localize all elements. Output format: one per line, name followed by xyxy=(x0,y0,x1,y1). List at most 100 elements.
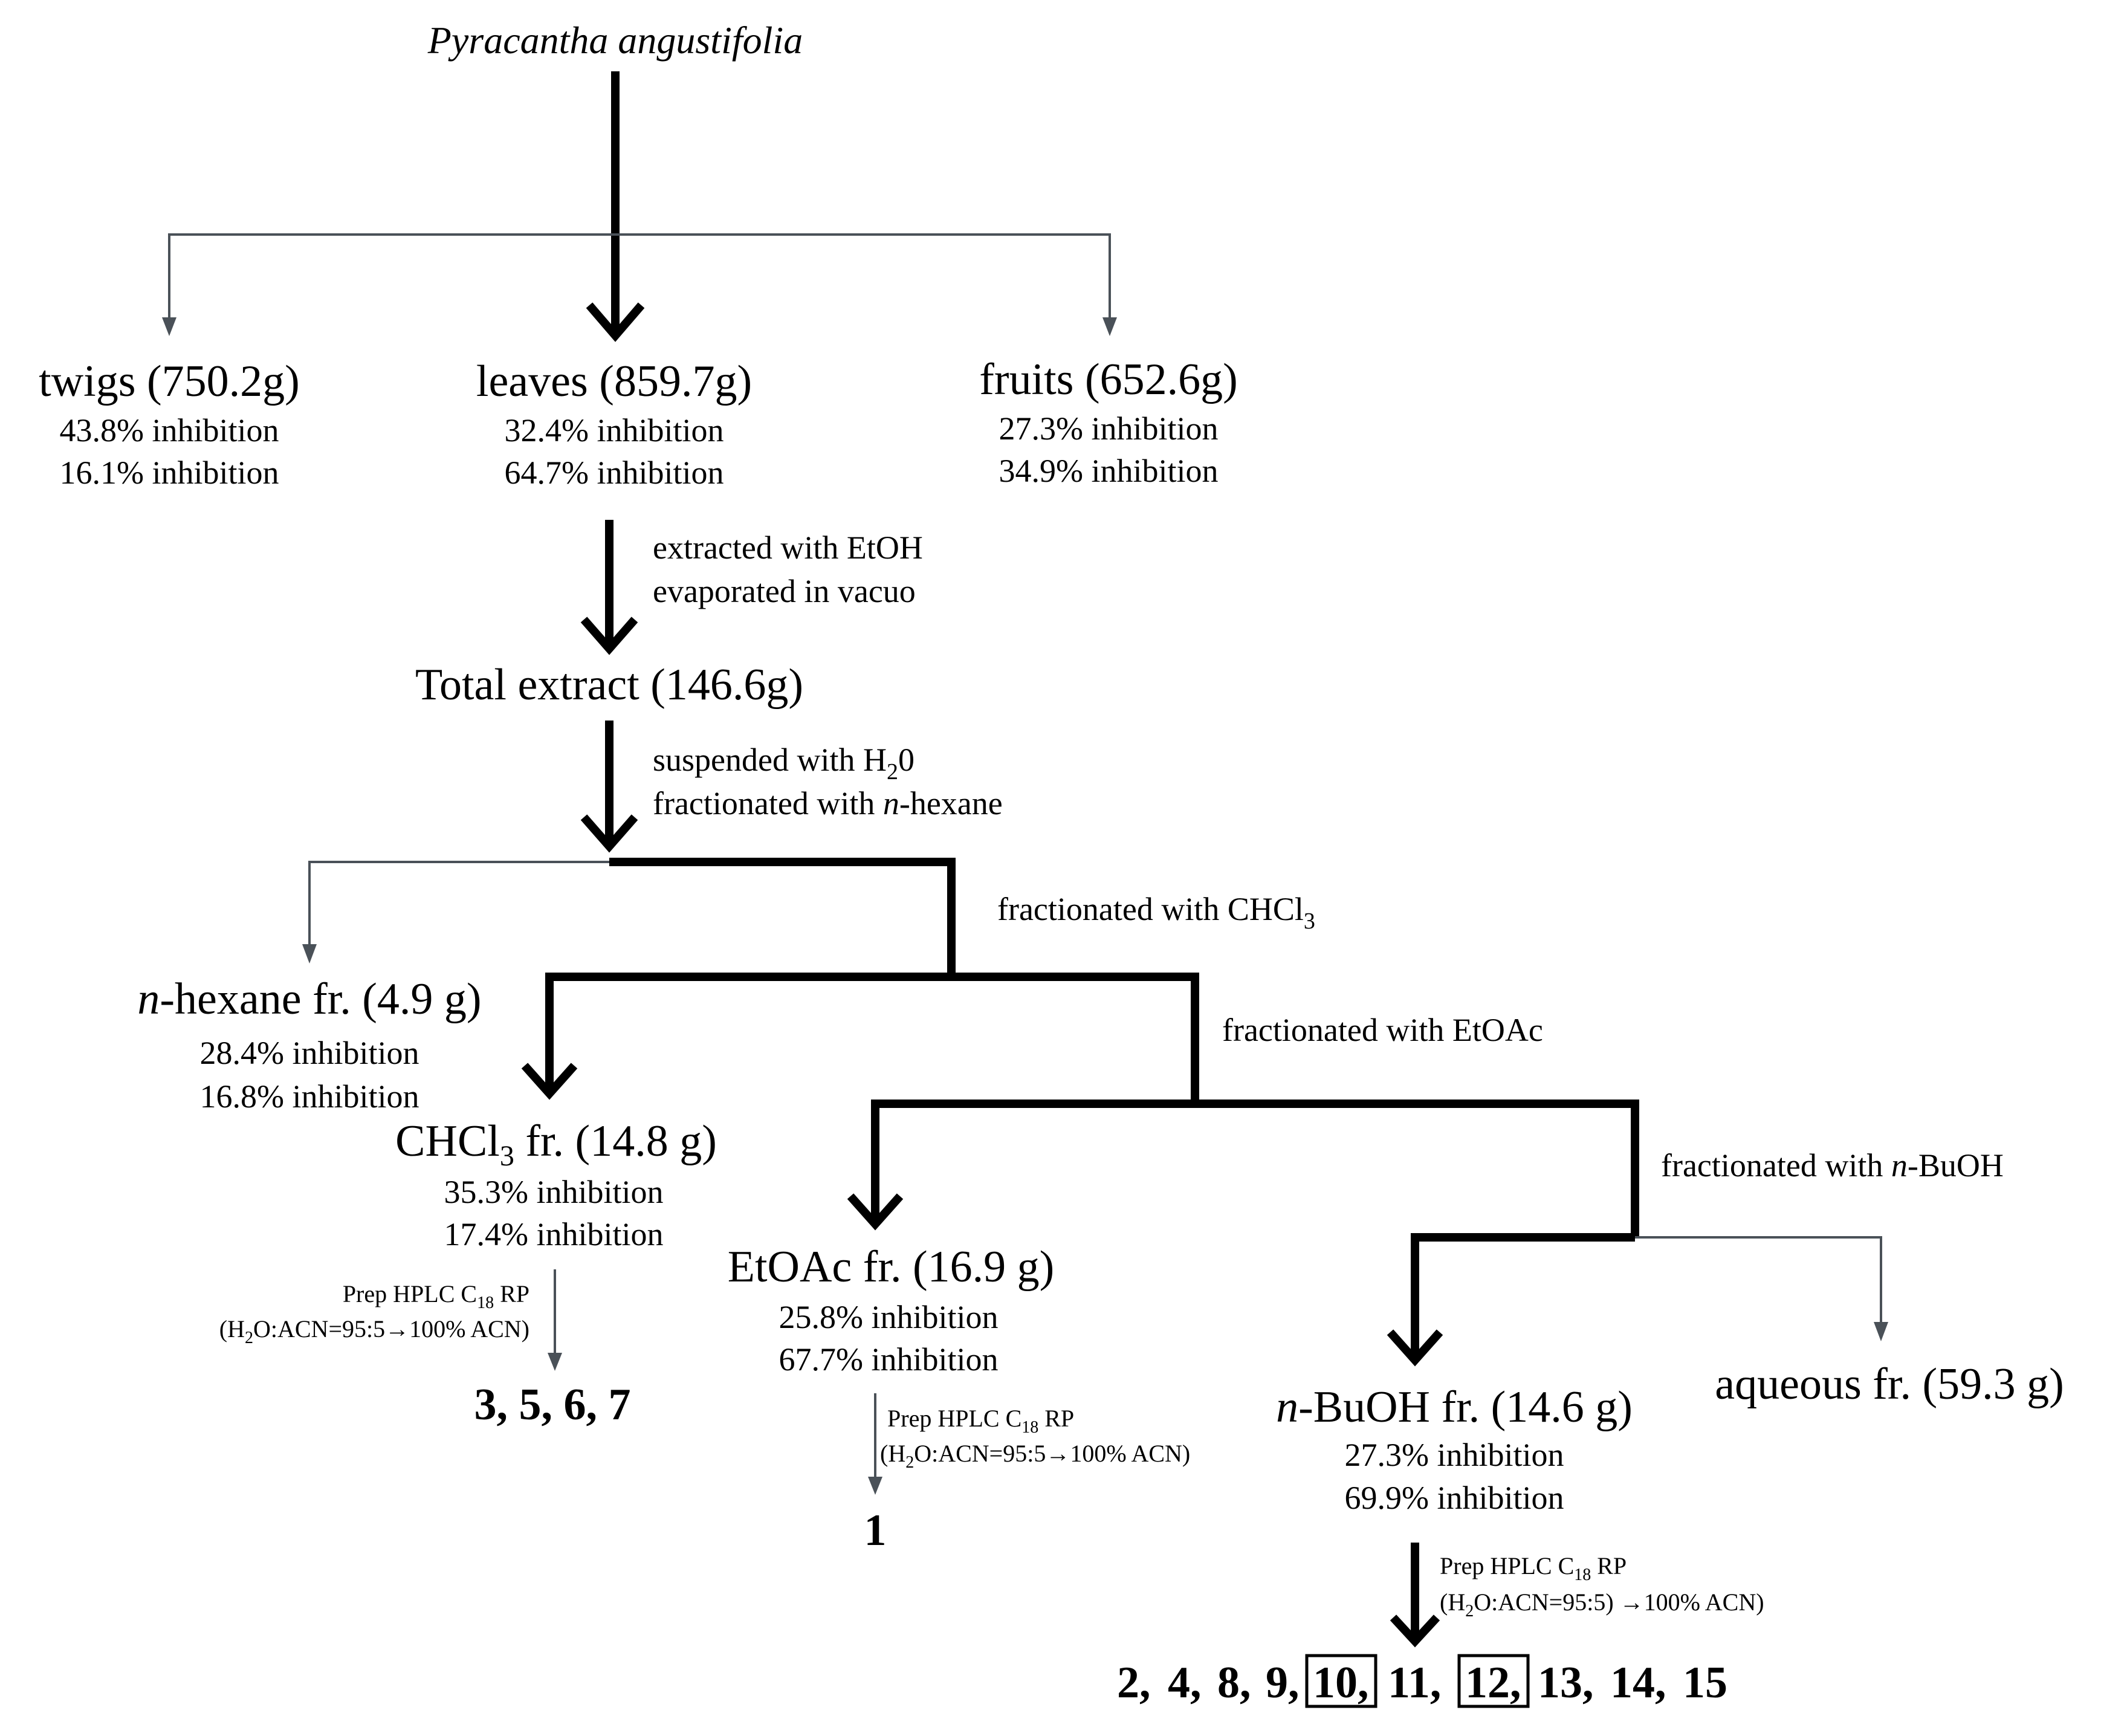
etoac-inhibition-2: 67.7% inhibition xyxy=(779,1341,999,1378)
diagram-title: Pyracantha angustifolia xyxy=(427,19,803,62)
hplc1-l2-pre: (H xyxy=(219,1315,245,1342)
step-buoh: fractionated with n-BuOH xyxy=(1661,1147,2004,1184)
plant-parts-branch-line xyxy=(168,233,1111,326)
compounds-buoh: 2, 4, 8, 9, 10, 11, 12, 13, 14, 15 xyxy=(1117,1654,1727,1708)
fruits-label: fruits (652.6g) xyxy=(979,355,1238,404)
hplc3-l2-post: O:ACN=95:5) →100% ACN) xyxy=(1474,1589,1764,1616)
compounds-etoac: 1 xyxy=(864,1506,887,1555)
compound-4: 4, xyxy=(1168,1658,1202,1708)
twigs-arrowhead xyxy=(162,317,176,336)
etoac-inhibition-1: 25.8% inhibition xyxy=(779,1299,999,1335)
hplc2-line2: (H2O:ACN=95:5→100% ACN) xyxy=(880,1440,1190,1472)
compound-15: 15 xyxy=(1683,1658,1727,1708)
leaves-to-extract-arrowhead xyxy=(580,617,638,655)
chcl3-partition-line xyxy=(609,858,956,977)
hexane-fraction-label: n-hexane fr. (4.9 g) xyxy=(137,974,481,1024)
hplc1-line1: Prep HPLC C18 RP xyxy=(343,1280,529,1312)
chcl3-inhibition-1: 35.3% inhibition xyxy=(444,1174,664,1210)
hplc2-l2-sub: 2 xyxy=(905,1453,914,1472)
twigs-inhibition-1: 43.8% inhibition xyxy=(60,412,279,449)
hplc3-l2-sub: 2 xyxy=(1465,1602,1474,1621)
buoh-branch-line xyxy=(1411,1233,1635,1360)
hexane-fraction-node: n-hexane fr. (4.9 g) 28.4% inhibition 16… xyxy=(137,974,481,1115)
hplc3-line2: (H2O:ACN=95:5) →100% ACN) xyxy=(1440,1589,1764,1621)
hplc2-line1: Prep HPLC C18 RP xyxy=(887,1405,1074,1437)
buoh-rest: -BuOH fr. (14.6 g) xyxy=(1298,1382,1633,1432)
compound-2: 2, xyxy=(1117,1658,1151,1708)
fruits-node: fruits (652.6g) 27.3% inhibition 34.9% i… xyxy=(979,355,1238,489)
step-chcl3: fractionated with CHCl3 xyxy=(997,891,1315,934)
compound-14: 14, xyxy=(1610,1658,1666,1708)
compound-12: 12, xyxy=(1465,1658,1521,1708)
chcl3-pre: CHCl xyxy=(395,1116,500,1166)
step-suspend-line1: suspended with H20 xyxy=(653,742,915,785)
chcl3-arrowhead xyxy=(521,1063,578,1100)
step-buoh-ital: n xyxy=(1891,1147,1908,1184)
hplc2-conditions: Prep HPLC C18 RP (H2O:ACN=95:5→100% ACN) xyxy=(880,1405,1190,1472)
compound-12-box xyxy=(1457,1654,1530,1708)
aqueous-fraction-label: aqueous fr. (59.3 g) xyxy=(1715,1359,2064,1409)
step-suspend-line2: fractionated with n-hexane xyxy=(653,785,1003,821)
leaves-label: leaves (859.7g) xyxy=(476,357,752,406)
hexane-ital: n xyxy=(137,974,160,1024)
hexane-inhibition-1: 28.4% inhibition xyxy=(200,1035,419,1071)
buoh-inhibition-1: 27.3% inhibition xyxy=(1345,1437,1564,1473)
hexane-arrowhead xyxy=(302,944,317,964)
hplc1-l1-pre: Prep HPLC C xyxy=(343,1280,477,1307)
compound-13: 13, xyxy=(1538,1658,1594,1708)
hplc1-l1-post: RP xyxy=(494,1280,529,1307)
hplc1-arrowhead xyxy=(548,1353,562,1371)
step-extract-line2: evaporated in vacuo xyxy=(653,573,916,609)
hplc2-l1-sub: 18 xyxy=(1021,1418,1038,1437)
compound-8: 8, xyxy=(1217,1658,1251,1708)
hplc2-l1-pre: Prep HPLC C xyxy=(887,1405,1021,1432)
compound-10-box xyxy=(1305,1654,1377,1708)
step-suspend-post: 0 xyxy=(898,742,915,778)
hplc3-l2-pre: (H xyxy=(1440,1589,1465,1616)
step-etoac: fractionated with EtOAc xyxy=(1222,1012,1543,1048)
hplc1-l2-sub: 2 xyxy=(245,1329,253,1347)
leaves-inhibition-1: 32.4% inhibition xyxy=(505,412,724,449)
step-hexane-pre: fractionated with xyxy=(653,785,883,821)
hexane-inhibition-2: 16.8% inhibition xyxy=(200,1078,419,1115)
aqueous-arrowhead xyxy=(1874,1322,1888,1341)
fruits-arrowhead xyxy=(1102,317,1117,336)
twigs-label: twigs (750.2g) xyxy=(39,357,300,406)
chcl3-fraction-label: CHCl3 fr. (14.8 g) xyxy=(395,1116,717,1172)
extract-to-partition-arrowhead xyxy=(580,814,638,853)
etoac-branch-line xyxy=(871,1100,1639,1237)
hexane-branch-line xyxy=(308,861,609,952)
connectors xyxy=(162,71,1888,1648)
step-suspend-pre: suspended with H xyxy=(653,742,887,778)
fruits-inhibition-1: 27.3% inhibition xyxy=(999,410,1219,447)
hplc3-l1-sub: 18 xyxy=(1574,1566,1591,1584)
chcl3-inhibition-2: 17.4% inhibition xyxy=(444,1216,664,1252)
hplc2-l2-post: O:ACN=95:5→100% ACN) xyxy=(914,1440,1190,1467)
hplc3-arrowhead xyxy=(1390,1615,1440,1648)
chcl3-branch-line xyxy=(545,973,1199,1104)
step-chcl3-sub: 3 xyxy=(1304,908,1315,934)
etoac-arrowhead xyxy=(847,1193,904,1231)
hplc1-conditions: Prep HPLC C18 RP (H2O:ACN=95:5→100% ACN) xyxy=(219,1280,529,1347)
chcl3-post: fr. (14.8 g) xyxy=(514,1116,717,1166)
hplc3-conditions: Prep HPLC C18 RP (H2O:ACN=95:5) →100% AC… xyxy=(1440,1552,1764,1621)
step-chcl3-pre: fractionated with CHCl xyxy=(997,891,1304,927)
hplc1-l2-post: O:ACN=95:5→100% ACN) xyxy=(253,1315,529,1342)
leaves-inhibition-2: 64.7% inhibition xyxy=(505,455,724,491)
hplc1-l1-sub: 18 xyxy=(477,1294,494,1312)
buoh-inhibition-2: 69.9% inhibition xyxy=(1345,1480,1564,1516)
step-extract-line1: extracted with EtOH xyxy=(653,530,923,566)
step-suspend-sub: 2 xyxy=(887,759,898,785)
trunk-arrowhead xyxy=(586,302,645,342)
aqueous-branch-line xyxy=(1635,1236,1882,1330)
compound-11: 11, xyxy=(1388,1658,1441,1708)
buoh-ital: n xyxy=(1276,1382,1298,1432)
step-buoh-pre: fractionated with xyxy=(1661,1147,1891,1184)
buoh-arrowhead xyxy=(1387,1329,1443,1367)
leaves-node: leaves (859.7g) 32.4% inhibition 64.7% i… xyxy=(476,357,752,491)
hplc3-line1: Prep HPLC C18 RP xyxy=(1440,1552,1627,1584)
twigs-node: twigs (750.2g) 43.8% inhibition 16.1% in… xyxy=(39,357,300,491)
hplc3-l1-post: RP xyxy=(1591,1552,1627,1579)
step-hexane-post: -hexane xyxy=(899,785,1003,821)
hplc2-l2-pre: (H xyxy=(880,1440,905,1467)
